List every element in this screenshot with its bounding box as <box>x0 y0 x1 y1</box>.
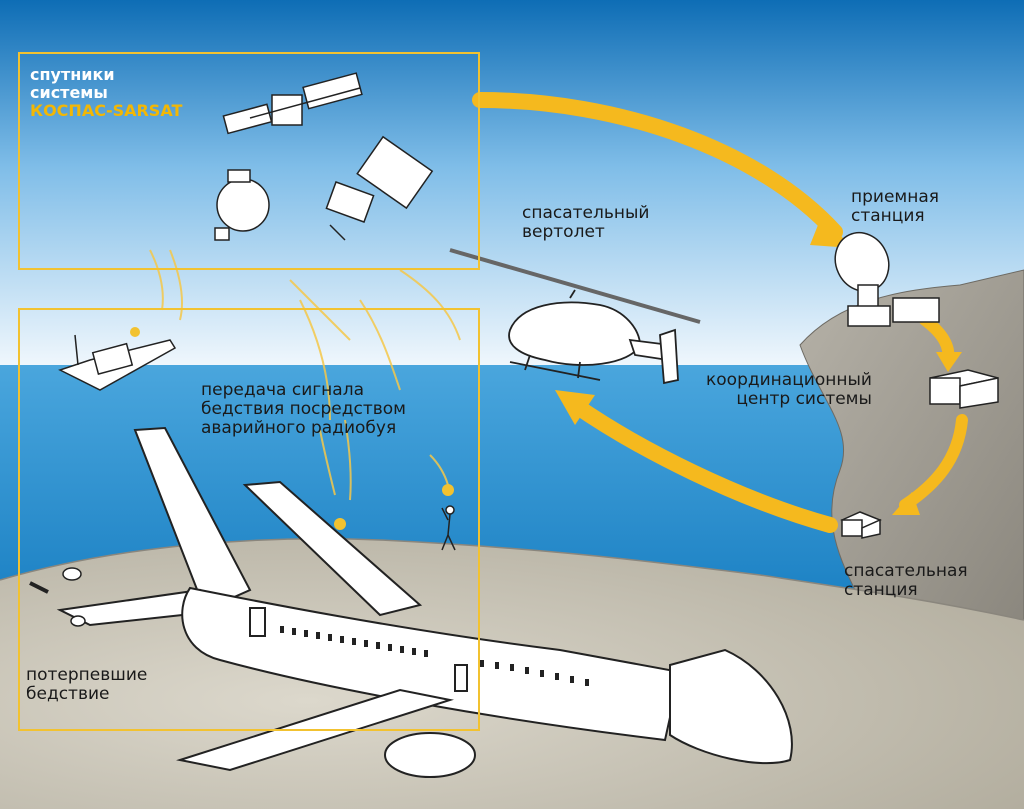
label-satellites: спутники системы КОСПАС-SARSAT <box>30 66 182 120</box>
arrow-rescue-to-helicopter <box>567 397 838 533</box>
label-victims-line2: бедствие <box>26 684 110 704</box>
sinking-ship-icon <box>58 334 177 391</box>
satellite-icon-2 <box>214 169 270 241</box>
label-victims-line1: потерпевшие <box>26 665 148 685</box>
label-helicopter-line2: вертолет <box>522 222 605 242</box>
label-signal-line3: аварийного радиобуя <box>201 418 397 438</box>
satellites-frame <box>18 52 480 270</box>
coordination-building-icon <box>929 369 999 409</box>
label-coordination-center-line1: координационный <box>706 370 872 390</box>
antenna-icon <box>834 231 891 327</box>
label-satellites-line1: спутники <box>30 65 115 84</box>
signal-frame <box>18 308 480 731</box>
label-victims: потерпевшие бедствие <box>26 666 147 704</box>
helicopter-icon <box>449 248 701 385</box>
crashed-airplane-icon <box>56 426 793 778</box>
airplane-windows <box>280 626 589 686</box>
arrow-satellites-to-station <box>472 92 843 240</box>
label-rescue-station-line2: станция <box>844 580 918 600</box>
label-coordination-center-line2: центр системы <box>736 389 872 409</box>
satellite-icon-1 <box>222 72 363 135</box>
label-rescue-station-line1: спасательная <box>844 561 968 581</box>
beacon-icon-2 <box>442 484 454 496</box>
arrowhead-station-to-center <box>936 352 962 372</box>
debris-icon <box>29 567 86 627</box>
arrowhead-rescue-to-helicopter <box>555 390 595 425</box>
beacon-icon <box>334 518 346 530</box>
survivor-icon <box>441 505 456 551</box>
arrowhead-center-to-rescue <box>892 492 920 515</box>
label-helicopter: спасательный вертолет <box>522 204 649 242</box>
ship-beacon-icon <box>130 327 140 337</box>
rescue-building-icon <box>840 511 882 539</box>
label-helicopter-line1: спасательный <box>522 203 650 223</box>
label-signal-line2: бедствия посредством <box>201 399 407 419</box>
label-satellites-line3: КОСПАС-SARSAT <box>30 101 183 120</box>
label-receiving-station: приемная станция <box>851 188 939 226</box>
label-coordination-center: координационный центр системы <box>706 371 872 409</box>
label-satellites-line2: системы <box>30 83 108 102</box>
label-rescue-station: спасательная станция <box>844 562 968 600</box>
arrow-center-to-rescue <box>899 414 968 511</box>
receiving-building-icon <box>892 297 940 323</box>
label-receiving-station-line1: приемная <box>851 187 939 207</box>
label-signal-line1: передача сигнала <box>201 380 365 400</box>
satellite-icon-3 <box>325 135 434 241</box>
label-signal: передача сигнала бедствия посредством ав… <box>201 381 406 438</box>
signal-waves <box>149 249 461 501</box>
label-receiving-station-line2: станция <box>851 206 925 226</box>
